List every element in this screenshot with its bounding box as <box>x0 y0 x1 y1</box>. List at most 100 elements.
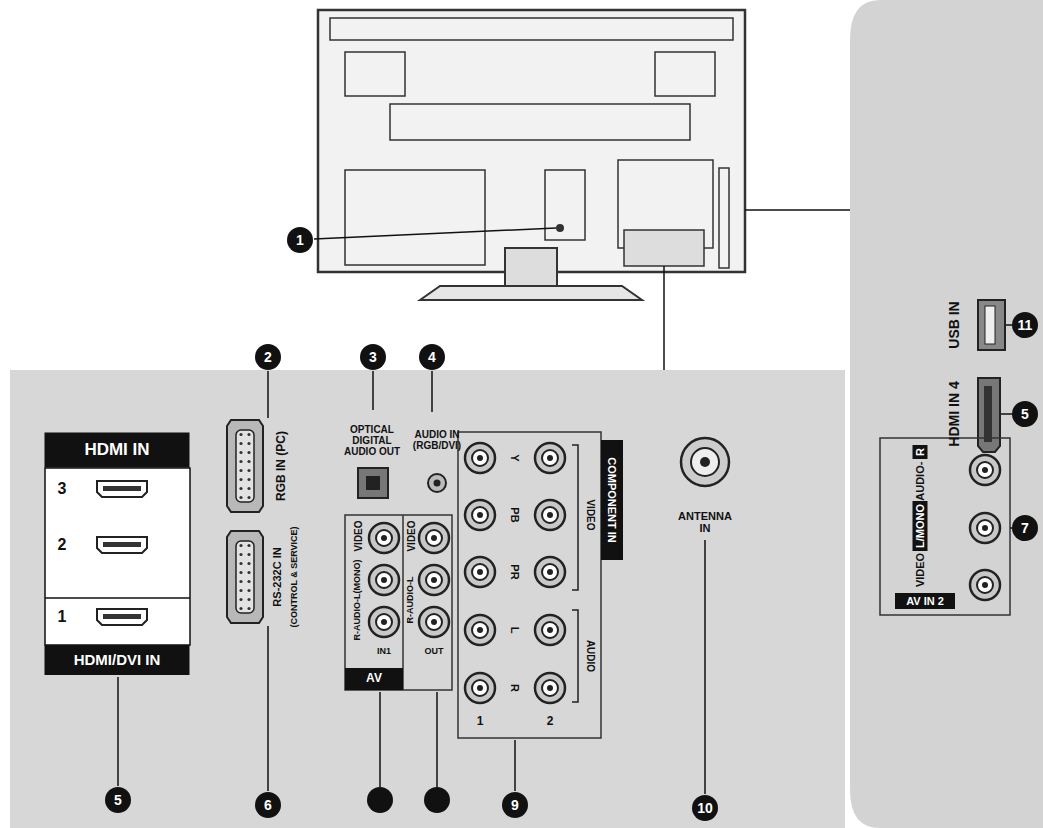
port-group-band: HDMI/DVI IN <box>45 645 190 675</box>
audio-jack <box>434 480 441 487</box>
leader-line <box>267 626 269 791</box>
tv-rear <box>420 286 642 300</box>
hdmi-block <box>45 597 190 599</box>
component-block <box>458 432 601 738</box>
port-label: 1 <box>58 608 67 626</box>
leader-line <box>372 371 374 410</box>
hdmi-block <box>45 468 190 645</box>
band-text: AV <box>366 672 382 685</box>
leader-line <box>118 325 1012 794</box>
band-text: HDMI IN <box>84 441 149 460</box>
port-label: 3 <box>58 480 67 498</box>
port-label: AUDIO <box>585 640 596 672</box>
side-ports <box>984 386 992 442</box>
callout-number: 9 <box>502 792 528 818</box>
side-ports <box>978 378 1000 452</box>
component-block <box>535 673 565 703</box>
leader-line <box>314 210 850 370</box>
hdmi-block <box>97 609 147 625</box>
dsub-connector <box>227 531 263 623</box>
port-label: -AUDIO- <box>914 462 926 505</box>
port-label: PR <box>509 564 521 579</box>
port-group-band: AV <box>345 668 403 690</box>
dsub-connector <box>227 420 263 623</box>
hdmi-block <box>97 481 147 497</box>
band-text: AV IN 2 <box>906 595 944 607</box>
leader-line <box>431 371 433 412</box>
port-label: R-AUDIO-L(MONO) <box>353 560 363 641</box>
port-label: RS-232C IN <box>271 547 283 606</box>
port-label: IN1 <box>377 647 391 657</box>
component-block <box>535 500 565 530</box>
leader-line <box>514 740 516 791</box>
component-block <box>458 432 601 738</box>
leader-line <box>117 677 119 786</box>
tv-rear <box>345 52 405 96</box>
callout-dot <box>424 787 450 813</box>
port-label: HDMI IN 4 <box>947 381 962 446</box>
callout-dot <box>367 787 450 813</box>
back-panel <box>10 370 845 828</box>
port-group-band: L/MONO <box>913 501 928 551</box>
component-block <box>535 557 565 587</box>
port-group-band: R <box>913 445 928 459</box>
audio-jack <box>428 474 446 492</box>
band-text: R <box>914 448 926 456</box>
side-ports <box>970 513 1000 543</box>
port-label: 2 <box>547 715 554 728</box>
av-block <box>369 523 399 553</box>
side-ports <box>985 306 995 344</box>
callout-number: 11 <box>1012 312 1038 338</box>
callout-number: 3 <box>360 344 386 370</box>
callout-number: 2 <box>255 344 281 370</box>
optical-port <box>366 476 380 490</box>
component-block <box>572 445 578 702</box>
av-block <box>419 523 449 553</box>
leader-line <box>745 209 850 211</box>
port-label: OPTICAL DIGITAL AUDIO OUT <box>341 424 403 457</box>
back-panel <box>10 370 845 828</box>
leader-line <box>663 266 665 370</box>
callout-dot <box>367 787 393 813</box>
optical-port <box>358 468 388 498</box>
port-label: 1 <box>477 715 484 728</box>
tv-rear <box>655 52 715 96</box>
tv-rear <box>624 230 704 266</box>
side-ports <box>880 300 1010 615</box>
port-label: R-AUDIO-L <box>406 577 416 624</box>
optical-port <box>358 468 388 498</box>
port-label: AUDIO IN (RGB/DVI) <box>410 429 464 451</box>
tv-rear <box>390 104 690 140</box>
port-label: VIDEO <box>914 553 926 587</box>
leader-line <box>1001 413 1012 415</box>
callout-number: 10 <box>692 795 718 821</box>
callout-number: 1 <box>287 227 313 253</box>
port-label: VIDEO <box>406 520 417 551</box>
tv-rear <box>345 170 485 265</box>
port-group-band: COMPONENT IN <box>601 440 623 560</box>
port-label: (CONTROL & SERVICE) <box>290 526 300 627</box>
av-block <box>369 565 399 595</box>
side-panel <box>850 0 1043 828</box>
component-block <box>465 443 495 473</box>
callout-number: 5 <box>1012 401 1038 427</box>
side-ports <box>970 570 1000 600</box>
component-block <box>465 673 495 703</box>
av-block <box>345 515 452 690</box>
port-label: VIDEO <box>353 520 364 551</box>
band-text: L/MONO <box>914 504 926 548</box>
port-label: ANTENNA IN <box>674 510 736 534</box>
component-block <box>535 615 565 645</box>
tv-rear <box>318 10 745 272</box>
port-label: L <box>509 627 521 634</box>
side-ports <box>978 300 1005 350</box>
band-text: HDMI/DVI IN <box>74 652 161 669</box>
hdmi-block <box>97 537 147 553</box>
tv-rear <box>505 248 557 288</box>
av-block <box>369 607 399 637</box>
leader-line <box>704 540 706 794</box>
antenna-jack <box>700 457 710 467</box>
antenna-jack <box>681 438 729 486</box>
leader-line <box>436 692 438 787</box>
